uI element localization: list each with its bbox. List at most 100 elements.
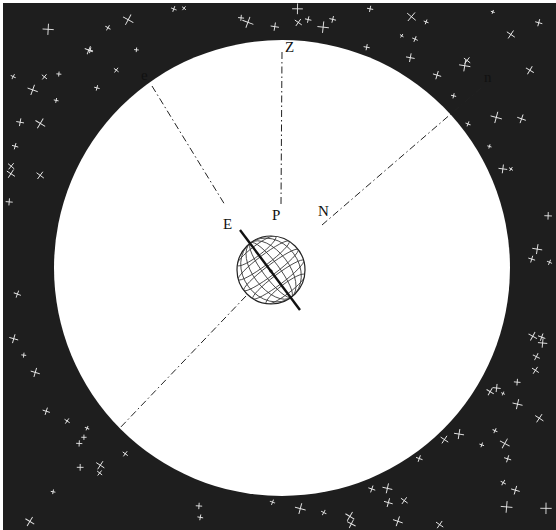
- star: [530, 365, 541, 376]
- starry-sky: [3, 3, 556, 530]
- star: [343, 509, 357, 523]
- star: [240, 15, 255, 30]
- star: [498, 164, 508, 174]
- star: [170, 5, 178, 13]
- star: [544, 212, 552, 220]
- star: [42, 406, 52, 416]
- stars: [4, 3, 553, 530]
- point-letter: N: [318, 204, 329, 219]
- star: [415, 454, 424, 463]
- star: [16, 118, 25, 127]
- star: [9, 73, 17, 81]
- star: [345, 518, 358, 530]
- star: [534, 18, 543, 27]
- star: [292, 17, 304, 29]
- star: [94, 459, 107, 472]
- star: [12, 289, 22, 299]
- star: [8, 333, 19, 344]
- star: [77, 464, 84, 471]
- star: [479, 442, 485, 448]
- star: [514, 379, 521, 386]
- star: [464, 120, 471, 127]
- star: [95, 469, 104, 478]
- star: [56, 71, 61, 76]
- star: [26, 83, 40, 97]
- star: [533, 411, 547, 425]
- star: [381, 482, 393, 494]
- star: [405, 53, 415, 63]
- star: [537, 332, 547, 342]
- star: [42, 23, 54, 35]
- meridian-line: [236, 232, 306, 308]
- pole-direction-line: [322, 88, 481, 225]
- direction-lines: [118, 52, 481, 430]
- star: [538, 338, 548, 348]
- star: [458, 59, 471, 72]
- star: [511, 398, 523, 410]
- star: [197, 514, 204, 521]
- star: [63, 417, 72, 426]
- star: [134, 47, 139, 52]
- star: [450, 93, 456, 99]
- star: [196, 503, 203, 510]
- star: [499, 478, 507, 486]
- star: [404, 9, 420, 25]
- star: [546, 259, 553, 266]
- star: [294, 502, 308, 516]
- zenith-line: [281, 52, 282, 205]
- star: [487, 144, 492, 149]
- star: [81, 435, 86, 440]
- star: [11, 142, 19, 150]
- point-letter: Z: [285, 40, 294, 55]
- star: [50, 489, 55, 494]
- star: [23, 514, 37, 528]
- star: [432, 70, 443, 81]
- star: [94, 85, 101, 92]
- star: [399, 495, 410, 506]
- star: [121, 449, 130, 458]
- star: [516, 113, 528, 125]
- point-letter: E: [223, 217, 232, 232]
- pole-direction-line: [118, 296, 246, 430]
- star: [6, 161, 17, 172]
- star: [84, 425, 90, 431]
- star: [367, 484, 376, 493]
- star: [531, 351, 542, 362]
- star: [87, 47, 94, 54]
- star: [492, 383, 501, 392]
- sky-circle: [54, 40, 510, 496]
- star: [34, 169, 47, 182]
- star: [526, 330, 539, 343]
- star: [490, 9, 495, 14]
- point-letter: P: [272, 208, 280, 223]
- star: [292, 3, 303, 14]
- star: [489, 110, 503, 124]
- star: [504, 28, 517, 41]
- star: [5, 198, 13, 206]
- star: [423, 19, 429, 25]
- meridian-line: [228, 226, 314, 314]
- star: [21, 352, 26, 357]
- star: [510, 485, 521, 496]
- star: [497, 436, 512, 451]
- star: [508, 166, 515, 173]
- star: [304, 16, 312, 24]
- star: [366, 5, 373, 12]
- star: [40, 72, 49, 81]
- star: [76, 440, 82, 446]
- star: [491, 427, 498, 434]
- equator-direction-line: [152, 86, 225, 205]
- star: [329, 15, 337, 23]
- star: [181, 5, 188, 12]
- star: [438, 433, 451, 446]
- star: [391, 515, 404, 528]
- star: [317, 21, 330, 34]
- star: [29, 367, 41, 379]
- star: [453, 428, 465, 440]
- star: [363, 44, 370, 51]
- star: [104, 24, 112, 32]
- star: [411, 35, 419, 43]
- star: [434, 519, 446, 530]
- star: [540, 503, 551, 514]
